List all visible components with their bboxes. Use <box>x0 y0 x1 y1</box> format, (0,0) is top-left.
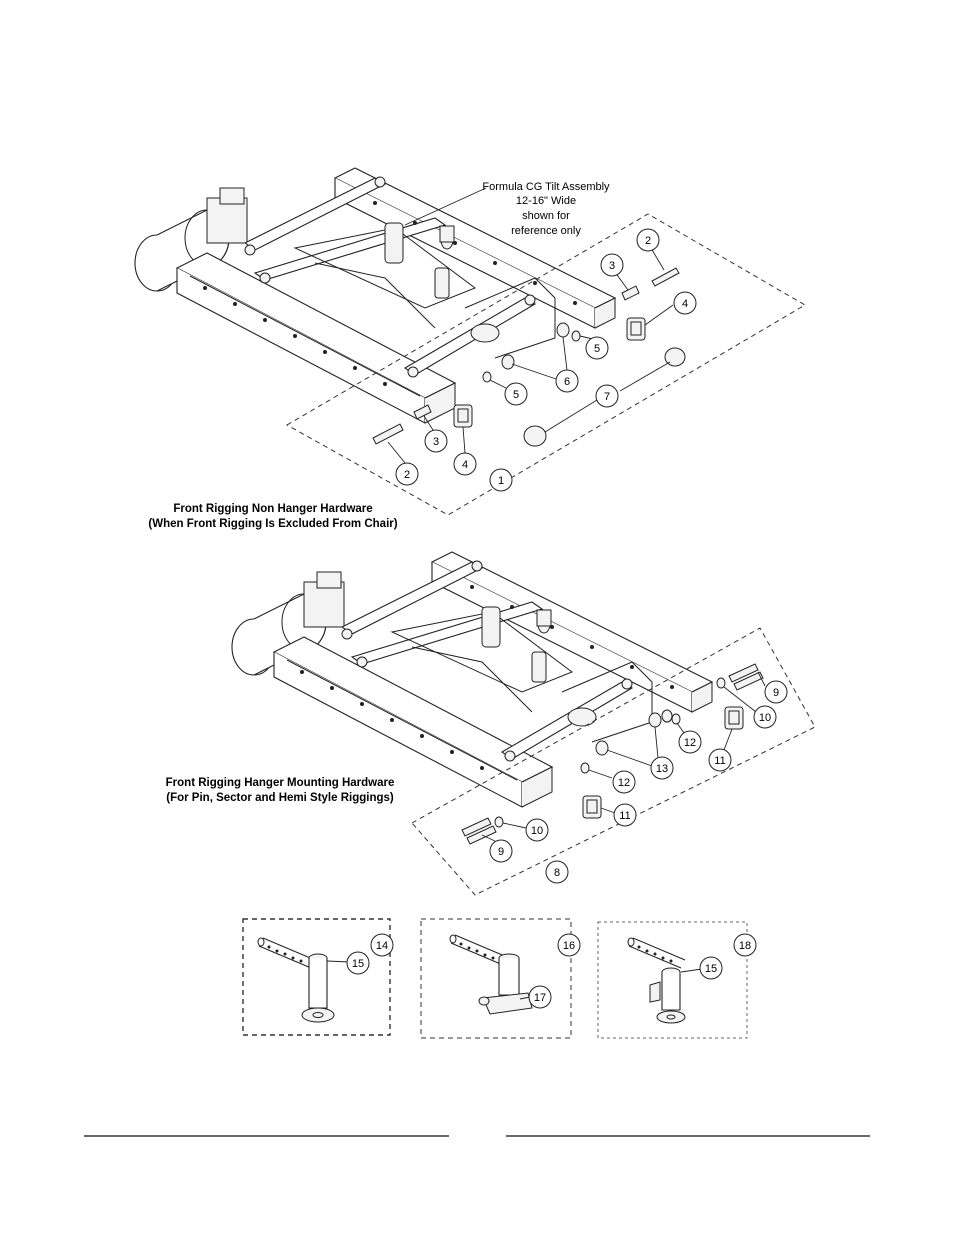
callout-11-top: 11 <box>714 755 725 767</box>
callout-3-top: 3 <box>609 260 615 272</box>
hanger-panel-18: 15 18 <box>597 921 757 1039</box>
hanger-caption-line-1: Front Rigging Hanger Mounting Hardware <box>166 777 395 789</box>
callout-12-lower: 12 <box>618 777 630 789</box>
kit-boundary-1 <box>285 213 806 516</box>
reference-note-line-4: reference only <box>511 225 581 237</box>
reference-note-line-3: shown for <box>522 210 570 222</box>
callout-15-panel-14: 15 <box>352 958 364 970</box>
callout-9-top: 9 <box>773 687 779 699</box>
callout-8: 8 <box>554 867 560 879</box>
callout-9-lower: 9 <box>498 846 504 858</box>
callout-10-top: 10 <box>759 712 771 724</box>
top-hardware-parts <box>372 267 686 447</box>
callout-1: 1 <box>498 475 504 487</box>
hanger-caption-line-2: (For Pin, Sector and Hemi Style Riggings… <box>166 792 394 804</box>
callout-11-lower: 11 <box>619 810 630 822</box>
callout-2-lower: 2 <box>404 469 410 481</box>
reference-note-line-2: 12-16" Wide <box>516 195 576 207</box>
callout-5-lower: 5 <box>513 389 519 401</box>
hanger-panel-16: 17 16 <box>420 918 581 1039</box>
callout-12-top: 12 <box>684 737 696 749</box>
callout-5-top: 5 <box>594 343 600 355</box>
callout-14: 14 <box>376 940 388 952</box>
reference-note: Formula CG Tilt Assembly 12-16" Wide sho… <box>404 181 610 237</box>
non-hanger-caption-line-2: (When Front Rigging Is Excluded From Cha… <box>148 518 397 530</box>
hanger-panel-14: 15 14 <box>242 918 394 1036</box>
callout-15-panel-18: 15 <box>705 963 717 975</box>
callout-4-lower: 4 <box>462 459 468 471</box>
middle-callouts: 9 10 12 13 11 12 11 10 9 8 <box>481 671 788 884</box>
callout-2-top: 2 <box>645 235 651 247</box>
middle-assembly-drawing <box>231 551 713 808</box>
callout-10-lower: 10 <box>531 825 543 837</box>
callout-13: 13 <box>656 763 668 775</box>
callout-17: 17 <box>534 992 546 1004</box>
callout-3-lower: 3 <box>433 436 439 448</box>
callout-18: 18 <box>739 940 751 952</box>
top-callouts: 2 3 4 5 6 5 7 3 4 2 1 <box>387 228 697 492</box>
middle-hardware-parts <box>461 663 764 845</box>
callout-16: 16 <box>563 940 575 952</box>
kit-boundary-8 <box>411 627 816 896</box>
callout-6: 6 <box>564 376 570 388</box>
non-hanger-caption-line-1: Front Rigging Non Hanger Hardware <box>173 503 372 515</box>
callout-7: 7 <box>604 391 610 403</box>
reference-note-line-1: Formula CG Tilt Assembly <box>482 181 610 193</box>
callout-4-top: 4 <box>682 298 688 310</box>
